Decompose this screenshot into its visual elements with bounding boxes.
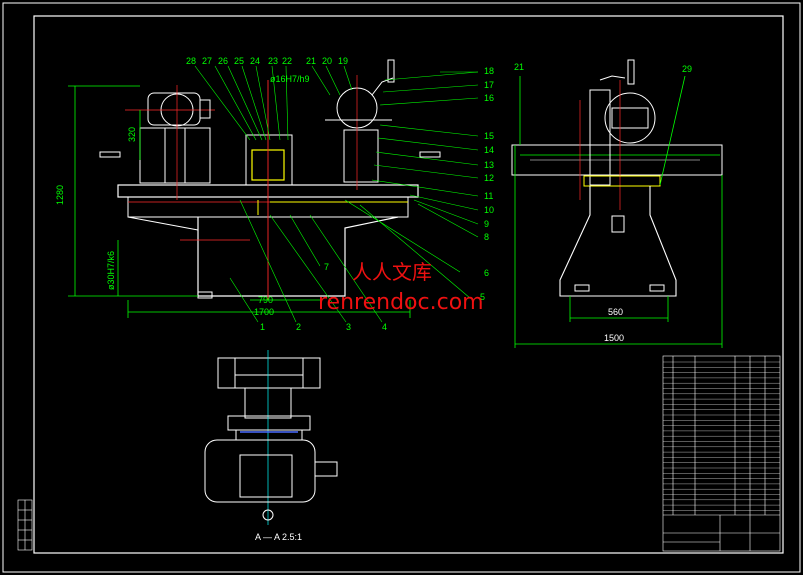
callout-24: 24: [250, 56, 260, 66]
parts-list-rows: [663, 361, 780, 511]
callout-1: 1: [260, 322, 265, 332]
callout-7: 7: [324, 262, 329, 272]
side-table: [511, 144, 723, 176]
callout-25: 25: [234, 56, 244, 66]
callout-13: 13: [484, 160, 494, 170]
front-view: 1280 320 ø30H7/k6 ø16H7/h9 790 1700 28 2…: [55, 56, 494, 332]
section-label: A — A 2.5:1: [255, 532, 302, 542]
callout-17: 17: [484, 80, 494, 90]
callout-9: 9: [484, 219, 489, 229]
base-cabinet: [197, 216, 399, 297]
callout-20: 20: [322, 56, 332, 66]
dim-790: 790: [258, 295, 273, 305]
dim-1700: 1700: [254, 307, 274, 317]
callout-14: 14: [484, 145, 494, 155]
callout-4: 4: [382, 322, 387, 332]
section-a-a: A — A 2.5:1: [204, 350, 338, 542]
dim-560: 560: [608, 307, 623, 317]
callout-11: 11: [484, 191, 493, 201]
drawing-frame: [33, 15, 784, 554]
watermark-cn: 人人文库: [352, 260, 432, 284]
callout-26: 26: [218, 56, 228, 66]
margin-revision-table: [17, 499, 33, 551]
dim-motor-height: 320: [127, 127, 137, 142]
callout-28: 28: [186, 56, 196, 66]
callouts-bottom: 1 2 3 4 5 6 7: [260, 262, 489, 332]
callouts-top: 28 27 26 25 24 23 22 21 20 19: [186, 56, 348, 66]
dim-shaft-fit: ø30H7/k6: [106, 251, 116, 290]
dim-top-fit: ø16H7/h9: [270, 74, 310, 84]
callout-8: 8: [484, 232, 489, 242]
callout-16: 16: [484, 93, 494, 103]
callout-22: 22: [282, 56, 292, 66]
callout-5: 5: [480, 292, 485, 302]
callout-19: 19: [338, 56, 348, 66]
callout-12: 12: [484, 173, 494, 183]
callouts-right: 18 17 16 15 14 13 12 11 10 9 8: [484, 66, 494, 242]
title-block: [662, 355, 781, 552]
right-head: [325, 59, 395, 190]
side-callout-29: 29: [682, 64, 692, 74]
side-view: 560 1500 21 29: [511, 59, 723, 348]
callout-15: 15: [484, 131, 494, 141]
callout-21: 21: [306, 56, 316, 66]
callout-10: 10: [484, 205, 494, 215]
callout-6: 6: [484, 268, 489, 278]
side-pedestal: [559, 186, 677, 297]
left-motor: [125, 85, 215, 200]
callout-23: 23: [268, 56, 278, 66]
callout-2: 2: [296, 322, 301, 332]
callout-27: 27: [202, 56, 212, 66]
watermark-url: renrendoc.com: [318, 290, 484, 315]
middle-feeder: [245, 80, 293, 300]
side-callout-21: 21: [514, 62, 524, 72]
dim-height: 1280: [55, 185, 65, 205]
callout-18: 18: [484, 66, 494, 76]
callout-3: 3: [346, 322, 351, 332]
dim-1500: 1500: [604, 333, 624, 343]
